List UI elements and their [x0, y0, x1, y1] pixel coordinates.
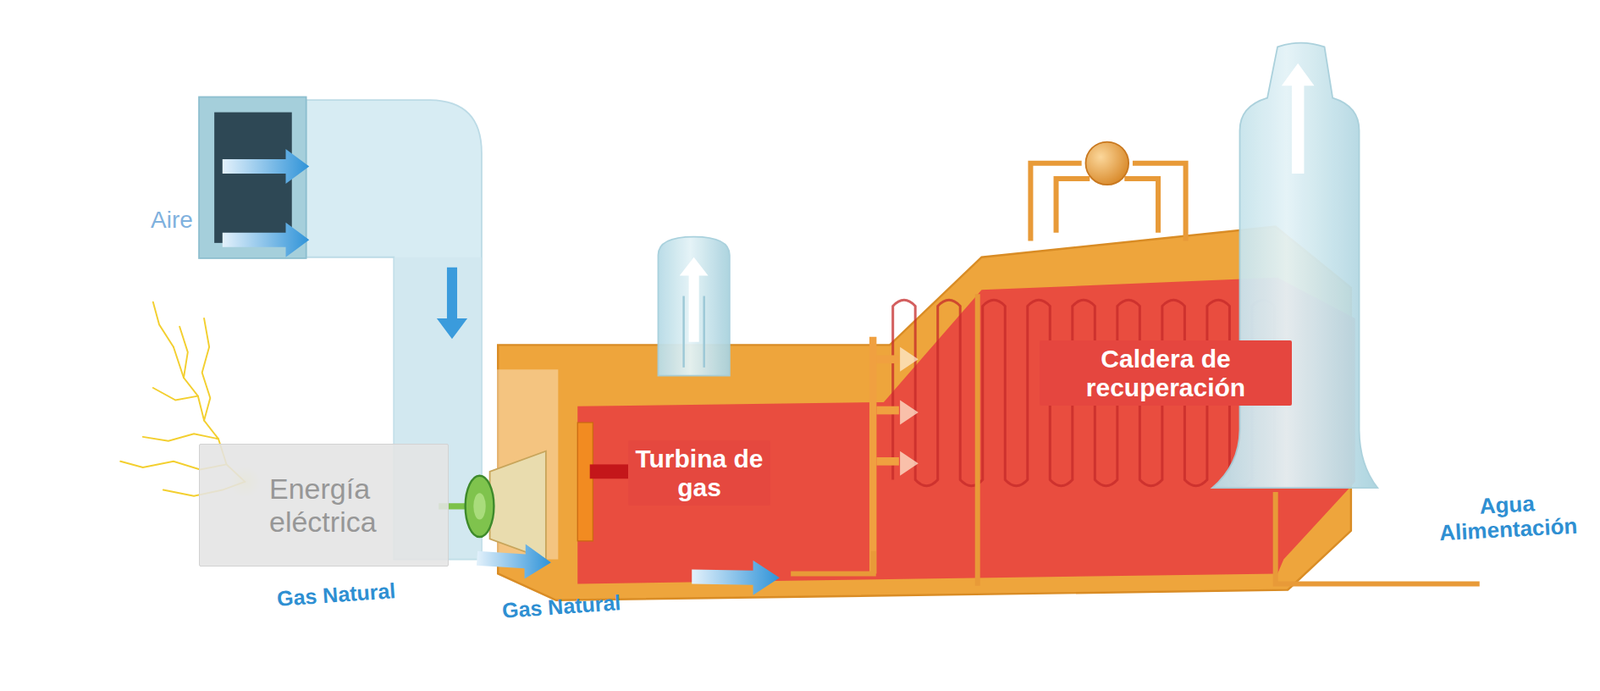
gas-label: Gas Natural: [275, 578, 397, 611]
water-feed-label: Agua Alimentación: [1423, 488, 1594, 547]
air-arrows-part: [222, 148, 309, 184]
boiler-label-box: Caldera de recuperación: [1039, 340, 1292, 406]
air-intake-part: [214, 112, 293, 243]
housing: [485, 226, 1356, 601]
air-arrows-part: [222, 222, 309, 258]
burner-manifold-part: [899, 399, 919, 425]
gas-arrows: [476, 543, 780, 595]
turbine-label-box: Turbina de gas: [628, 440, 771, 506]
burner-manifold-part: [876, 354, 900, 364]
lightning-part: [143, 433, 219, 441]
bypass-stack: [657, 237, 729, 376]
main-stack-part: [1212, 43, 1378, 489]
main-stack: [1212, 43, 1378, 489]
steam-drum: [1030, 142, 1186, 242]
burner-manifold-part: [876, 457, 900, 466]
shaft-part: [490, 451, 547, 560]
bypass-stack-part: [702, 296, 705, 368]
gas-label: Gas Natural: [501, 590, 622, 623]
pipes-part: [790, 551, 874, 574]
air-arrows: [222, 148, 309, 258]
steam-drum-part: [1085, 142, 1129, 186]
burner-manifold: [869, 336, 919, 574]
burner-manifold-part: [876, 406, 900, 415]
lightning-part: [153, 387, 199, 400]
node-text: Energía eléctrica: [269, 472, 438, 537]
main-stack-part: [1281, 63, 1315, 174]
pipes-part: [975, 293, 981, 586]
lightning-part: [153, 302, 174, 348]
air-label: Aire: [150, 206, 194, 233]
shaft-part: [473, 492, 486, 519]
node-text: Caldera de recuperación: [1046, 344, 1286, 402]
bypass-stack-part: [657, 237, 729, 376]
generator-box: Energía eléctrica: [198, 443, 449, 567]
bypass-stack-part: [679, 257, 709, 343]
node-text: Turbina de gas: [633, 444, 766, 502]
burner-manifold-part: [899, 451, 919, 476]
burner-manifold-part: [869, 336, 877, 574]
shaft-part: [465, 475, 495, 537]
turbine-rotor-part: [577, 422, 593, 541]
gas-arrows-part: [476, 543, 552, 579]
bypass-stack-part: [682, 296, 685, 368]
burner-manifold-part: [899, 347, 919, 372]
lightning-part: [202, 318, 211, 421]
lightning-part: [179, 326, 188, 378]
housing-part: [485, 369, 559, 559]
gas-arrows-part: [691, 560, 780, 596]
air-intake-part: [436, 267, 468, 339]
shaft: [438, 451, 547, 560]
pipes: [790, 293, 1480, 586]
